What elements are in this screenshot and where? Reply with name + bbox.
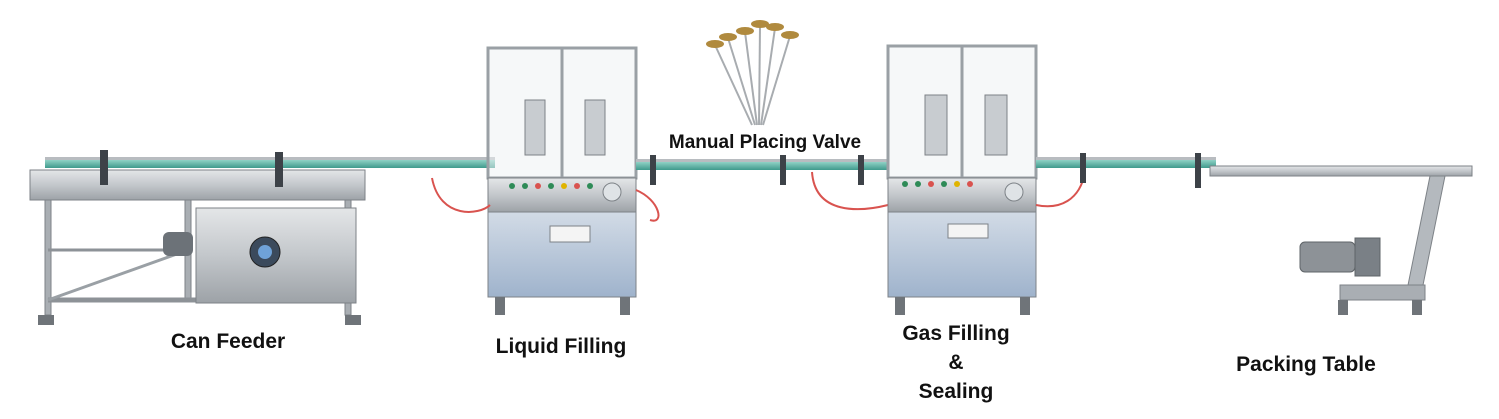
gas-label-line1: Gas Filling	[902, 322, 1010, 345]
valves-illustration	[706, 20, 799, 126]
gas-filling-sealing-label: Gas Filling & Sealing	[876, 319, 1036, 406]
middle-conveyor	[636, 155, 889, 211]
liquid-filling-machine	[431, 46, 660, 315]
gas-label-line2: &	[948, 351, 964, 374]
can-feeder-label: Can Feeder	[170, 330, 286, 353]
gas-filling-machine	[886, 44, 1086, 315]
packing-table-machine	[1036, 153, 1473, 315]
manual-placing-valve-label: Manual Placing Valve	[668, 132, 862, 153]
gas-label-line3: Sealing	[918, 380, 994, 403]
liquid-filling-label: Liquid Filling	[495, 335, 627, 358]
can-feeder-machine	[29, 150, 495, 325]
packing-table-label: Packing Table	[1236, 353, 1376, 376]
